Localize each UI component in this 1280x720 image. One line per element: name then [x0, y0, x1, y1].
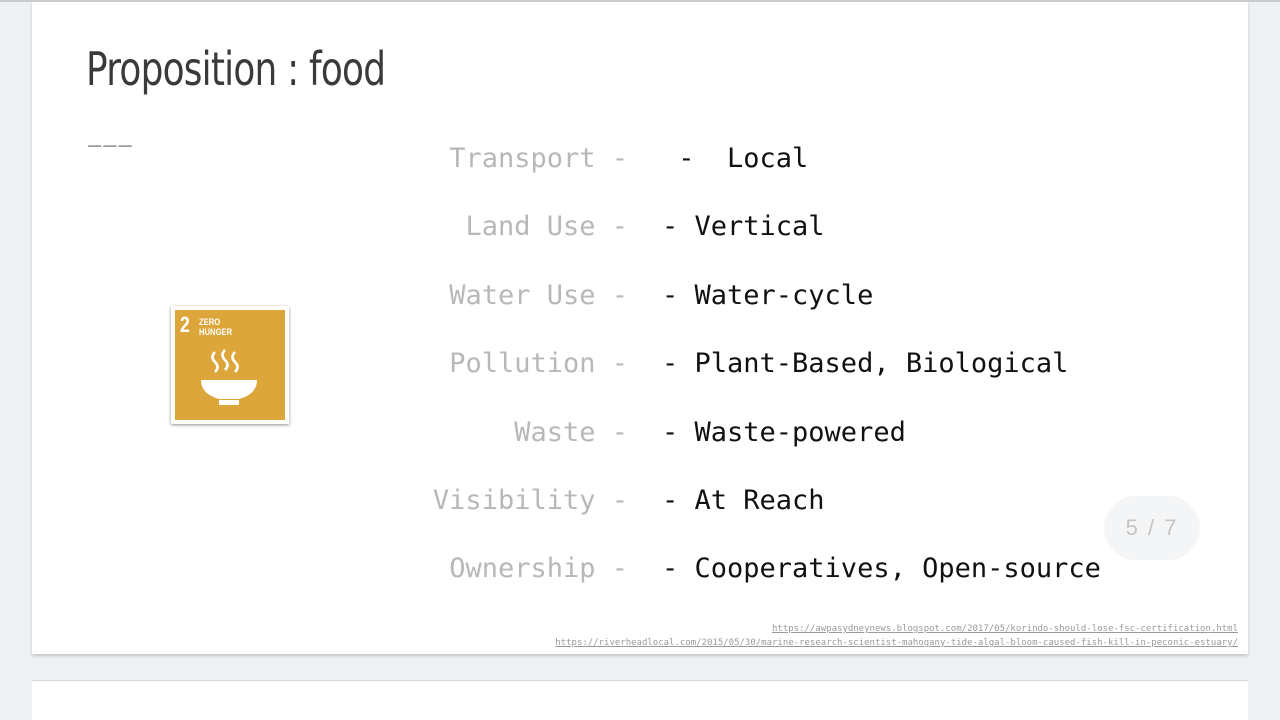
row-value: - Vertical [662, 211, 825, 242]
row-label: Water Use - [449, 280, 628, 311]
row-label: Transport - [449, 143, 628, 174]
sdg-label: ZERO HUNGER [199, 317, 233, 337]
source-links: https://awpasydneynews.blogspot.com/2017… [555, 622, 1238, 650]
page-indicator: 5 / 7 [1104, 496, 1200, 560]
row-label: Waste - [514, 417, 628, 448]
title-divider: ___ [88, 122, 134, 147]
row-label: Ownership - [449, 553, 628, 584]
source-link[interactable]: https://awpasydneynews.blogspot.com/2017… [772, 624, 1238, 634]
row-visibility: Visibility - - At Reach [32, 485, 1248, 525]
row-value: - At Reach [662, 485, 825, 516]
source-link[interactable]: https://riverheadlocal.com/2015/05/30/ma… [555, 638, 1238, 648]
row-value: - Local [662, 143, 809, 174]
row-transport: Transport - - Local [32, 143, 1248, 183]
sdg-number: 2 [180, 312, 190, 337]
bowl-icon [201, 349, 257, 405]
next-slide [32, 680, 1248, 720]
row-label: Land Use - [465, 211, 628, 242]
slide-title: Proposition : food [86, 42, 386, 96]
row-land-use: Land Use - - Vertical [32, 211, 1248, 251]
row-ownership: Ownership - - Cooperatives, Open-source [32, 553, 1248, 593]
row-pollution: Pollution - - Plant-Based, Biological [32, 348, 1248, 388]
row-label: Visibility - [432, 485, 628, 516]
row-value: - Water-cycle [662, 280, 874, 311]
top-border [0, 0, 1280, 2]
row-value: - Cooperatives, Open-source [662, 553, 1101, 584]
row-value: - Waste-powered [662, 417, 906, 448]
row-label: Pollution - [449, 348, 628, 379]
row-water-use: Water Use - - Water-cycle [32, 280, 1248, 320]
slide-5: Proposition : food ___ 2 ZERO HUNGER Tra… [32, 2, 1248, 654]
sdg-zero-hunger-icon: 2 ZERO HUNGER [171, 306, 289, 424]
row-waste: Waste - - Waste-powered [32, 417, 1248, 457]
row-value: - Plant-Based, Biological [662, 348, 1069, 379]
